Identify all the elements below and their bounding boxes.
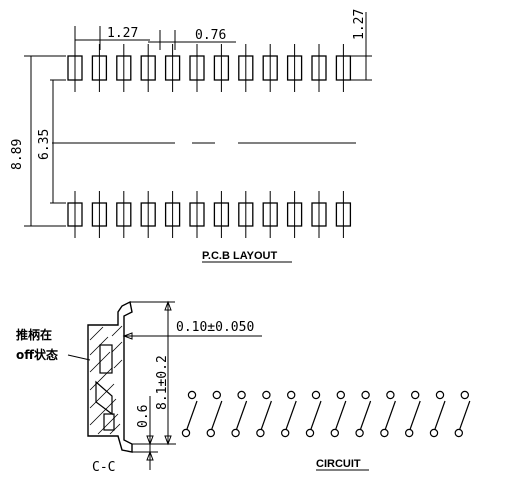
dim-pitch: 1.27 bbox=[107, 26, 138, 41]
pad-bottom bbox=[164, 202, 181, 227]
pad-top bbox=[311, 55, 327, 81]
pad-bottom bbox=[286, 202, 303, 227]
pad-top bbox=[286, 55, 303, 81]
arrowhead bbox=[146, 450, 154, 461]
switch-contact bbox=[211, 400, 223, 430]
dim-thickness: 0.10±0.050 bbox=[176, 320, 254, 335]
switch-top-terminal bbox=[212, 390, 221, 400]
switch-body bbox=[87, 300, 133, 453]
switch-contact bbox=[335, 400, 347, 430]
switch-bottom-terminal bbox=[330, 428, 339, 438]
section-label: C-C bbox=[92, 460, 115, 475]
pad-top bbox=[164, 55, 181, 81]
switch-array bbox=[181, 390, 471, 438]
switch-bottom-terminal bbox=[429, 428, 439, 438]
pcb-layout: 1.27 0.76 1.27 8.89 6.35 P.C.B LAYOUT bbox=[10, 9, 372, 263]
switch-contact bbox=[310, 400, 322, 430]
switch-contact bbox=[434, 400, 446, 430]
pad-top bbox=[140, 55, 156, 81]
switch-top-terminal bbox=[460, 390, 469, 400]
switch-contact bbox=[260, 400, 272, 430]
pad-bottom bbox=[91, 202, 108, 227]
pad-top bbox=[238, 55, 254, 81]
pad-bottom bbox=[311, 202, 327, 227]
label-lever: 推柄在 bbox=[16, 327, 52, 342]
switch-top-terminal bbox=[237, 390, 246, 400]
switch-bottom-terminal bbox=[454, 428, 463, 438]
pad-top bbox=[189, 55, 205, 81]
switch-bottom-terminal bbox=[380, 428, 389, 438]
dim-pad-width: 0.76 bbox=[195, 28, 226, 43]
terminal-block bbox=[103, 413, 115, 431]
hatch-pattern bbox=[89, 325, 123, 435]
label-state: off状态 bbox=[16, 347, 58, 362]
arrowhead bbox=[164, 435, 172, 446]
dim-row-spacing: 6.35 bbox=[37, 129, 52, 160]
switch-contact bbox=[384, 400, 396, 430]
switch-contact bbox=[236, 400, 248, 430]
circuit-title: CIRCUIT bbox=[316, 458, 361, 470]
dim-height: 8.1±0.2 bbox=[155, 355, 170, 410]
switch-top-terminal bbox=[262, 390, 271, 400]
switch-bottom-terminal bbox=[305, 428, 315, 438]
switch-bottom-terminal bbox=[405, 428, 414, 438]
arrowhead bbox=[164, 300, 172, 311]
switch-top-terminal bbox=[311, 390, 321, 400]
arrowhead bbox=[122, 332, 133, 340]
switch-bottom-terminal bbox=[181, 428, 191, 438]
switch-bottom-terminal bbox=[281, 428, 290, 438]
pad-bottom bbox=[238, 202, 254, 227]
switch-top-terminal bbox=[435, 390, 445, 400]
lever-block bbox=[99, 344, 113, 374]
switch-contact bbox=[186, 400, 198, 430]
dim-pad-height: 1.27 bbox=[352, 9, 367, 40]
dim-foot: 0.6 bbox=[136, 405, 151, 428]
switch-top-terminal bbox=[336, 390, 345, 400]
pad-top bbox=[116, 55, 132, 81]
switch-contact bbox=[360, 400, 372, 430]
pad-bottom bbox=[213, 202, 230, 227]
pcb-layout-title: P.C.B LAYOUT bbox=[202, 250, 277, 262]
switch-bottom-terminal bbox=[231, 428, 240, 438]
switch-bottom-terminal bbox=[206, 428, 215, 438]
pad-bottom bbox=[189, 202, 205, 227]
label-leader bbox=[67, 354, 91, 361]
switch-top-terminal bbox=[287, 390, 296, 400]
switch-top-terminal bbox=[361, 390, 370, 400]
switch-top-terminal bbox=[386, 390, 395, 400]
switch-contact bbox=[459, 400, 471, 430]
pad-row-top bbox=[67, 44, 352, 92]
switch-top-terminal bbox=[187, 390, 197, 400]
pad-bottom bbox=[262, 202, 278, 227]
pad-bottom bbox=[335, 202, 352, 227]
circuit: CIRCUIT bbox=[181, 390, 471, 471]
pad-bottom bbox=[67, 202, 83, 227]
pad-top bbox=[91, 55, 108, 81]
switch-contact bbox=[285, 400, 297, 430]
pad-bottom bbox=[140, 202, 156, 227]
contact-spring bbox=[95, 380, 113, 416]
side-view: 推柄在 off状态 0.10±0.050 8.1±0.2 0.6 C-C bbox=[16, 300, 262, 475]
arrowhead bbox=[146, 435, 154, 446]
pad-row-bottom bbox=[67, 191, 352, 238]
pad-top bbox=[67, 55, 83, 81]
pad-top bbox=[213, 55, 230, 81]
dim-overall: 8.89 bbox=[10, 139, 25, 170]
switch-bottom-terminal bbox=[355, 428, 364, 438]
pad-bottom bbox=[116, 202, 132, 227]
switch-bottom-terminal bbox=[256, 428, 265, 438]
pad-top bbox=[262, 55, 278, 81]
switch-contact bbox=[409, 400, 421, 430]
switch-top-terminal bbox=[411, 390, 420, 400]
pad-top bbox=[335, 55, 352, 81]
